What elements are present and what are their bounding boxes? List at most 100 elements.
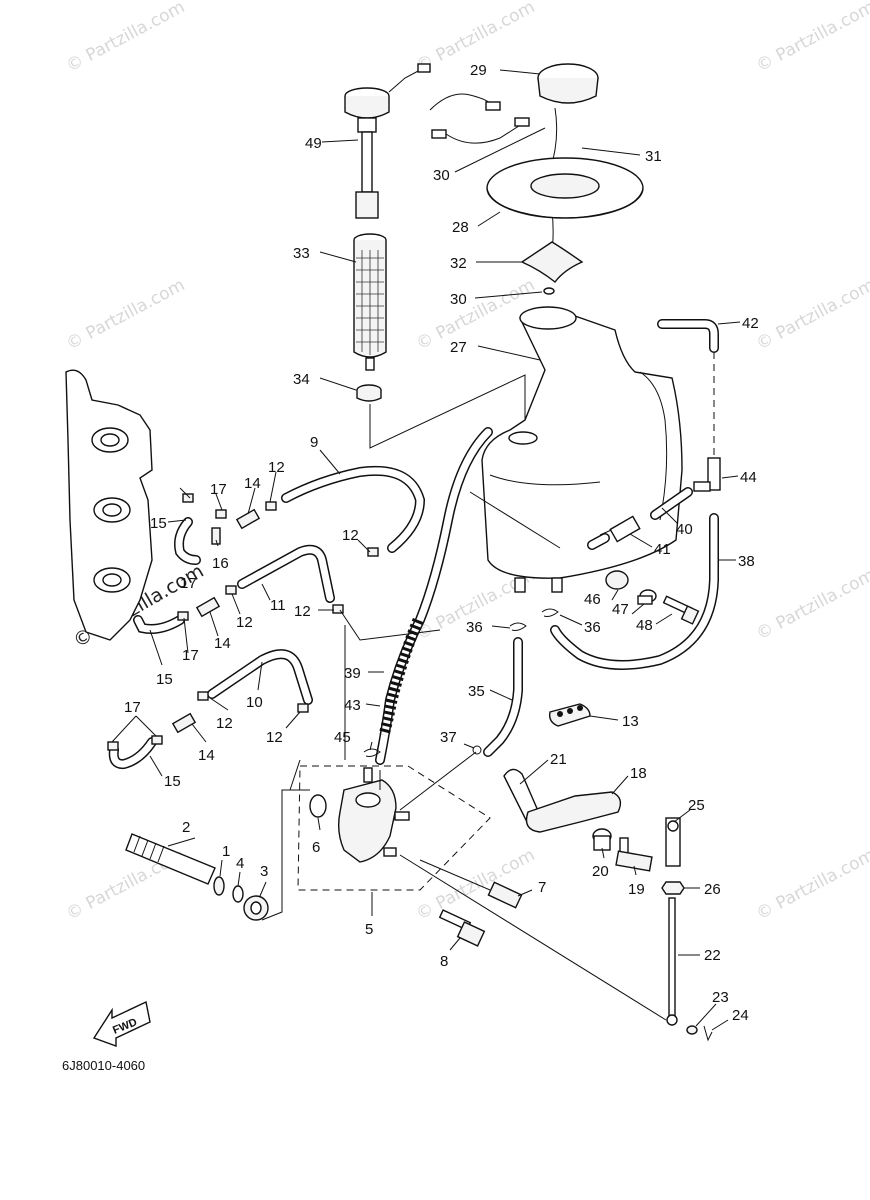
callout-15b: 15 <box>156 671 173 688</box>
callout-37: 37 <box>440 729 457 746</box>
clip-45 <box>363 748 381 757</box>
callout-36b: 36 <box>584 619 601 636</box>
callout-15a: 15 <box>150 515 167 532</box>
callout-17a: 17 <box>210 481 227 498</box>
connector-41 <box>587 515 641 550</box>
callout-12d: 12 <box>294 603 311 620</box>
callout-12e: 12 <box>216 715 233 732</box>
callout-27: 27 <box>450 339 467 356</box>
washer-1 <box>213 876 225 896</box>
watermark: © Partzilla.com <box>413 845 538 924</box>
callout-13: 13 <box>622 713 639 730</box>
callout-30a: 30 <box>433 167 450 184</box>
callout-49: 49 <box>305 135 322 152</box>
oring-6 <box>309 794 327 818</box>
clip-17 <box>215 509 227 519</box>
clip-17 <box>177 611 189 621</box>
callout-34: 34 <box>293 371 310 388</box>
callout-33: 33 <box>293 245 310 262</box>
callout-18: 18 <box>630 765 647 782</box>
fuel-tank <box>481 306 683 593</box>
hose-10 <box>207 649 313 705</box>
check-valve-14 <box>195 596 221 618</box>
pin-24 <box>703 1025 713 1042</box>
clip-12 <box>297 703 309 713</box>
callout-12b: 12 <box>342 527 359 544</box>
washer-34 <box>356 384 382 402</box>
callout-44: 44 <box>740 469 757 486</box>
watermark: © Partzilla.com <box>63 275 188 354</box>
clip-17 <box>182 493 194 503</box>
hose-38 <box>550 513 719 670</box>
bolt-8 <box>438 909 486 947</box>
watermark: © Partzilla.com <box>413 275 538 354</box>
clip-12 <box>225 585 237 595</box>
leader-lines <box>111 69 741 1031</box>
hose-holder-13 <box>548 703 591 727</box>
fuel-pump <box>297 765 491 891</box>
lever-18 <box>525 791 622 833</box>
cap-cover <box>486 157 644 219</box>
callout-38: 38 <box>738 553 755 570</box>
callout-14a: 14 <box>244 475 261 492</box>
nipple-16 <box>211 527 221 545</box>
callout-32: 32 <box>450 255 467 272</box>
callout-30b: 30 <box>450 291 467 308</box>
callout-17d: 17 <box>124 699 141 716</box>
watermark: © Partzilla.com <box>753 0 870 76</box>
callout-5: 5 <box>365 921 373 938</box>
callout-40: 40 <box>676 521 693 538</box>
callout-46: 46 <box>584 591 601 608</box>
bolt-7 <box>419 859 523 909</box>
clip-36 <box>541 608 559 617</box>
clip-36 <box>509 622 527 631</box>
callout-35: 35 <box>468 683 485 700</box>
washer-23 <box>686 1025 698 1035</box>
collar-47 <box>637 589 657 605</box>
fuel-cap <box>537 63 599 266</box>
callout-19: 19 <box>628 881 645 898</box>
clip-12 <box>332 604 344 614</box>
hose-9 <box>281 465 426 553</box>
hose-11 <box>237 544 335 603</box>
hose-35 <box>483 637 523 757</box>
watermark: © Partzilla.com <box>753 275 870 354</box>
callout-39: 39 <box>344 665 361 682</box>
callout-17b: 17 <box>180 575 197 592</box>
hose-15 <box>174 517 201 565</box>
bolt-48 <box>662 595 700 625</box>
joint-44 <box>693 457 721 492</box>
check-valve-14 <box>235 508 261 530</box>
callout-24: 24 <box>732 1007 749 1024</box>
elbow-hose-42 <box>657 319 719 353</box>
callout-12c: 12 <box>236 614 253 631</box>
callout-15c: 15 <box>164 773 181 790</box>
callout-29: 29 <box>470 62 487 79</box>
callout-45: 45 <box>334 729 351 746</box>
callout-22: 22 <box>704 947 721 964</box>
nut-26 <box>661 881 685 895</box>
grommet-46 <box>605 570 629 590</box>
callout-48: 48 <box>636 617 653 634</box>
callout-25: 25 <box>688 797 705 814</box>
callout-8: 8 <box>440 953 448 970</box>
callout-42: 42 <box>742 315 759 332</box>
cap-plate <box>520 241 584 283</box>
callout-4: 4 <box>236 855 244 872</box>
callout-1: 1 <box>222 843 230 860</box>
clip-17 <box>107 741 119 751</box>
bolt-19 <box>615 837 653 872</box>
collar-20 <box>592 828 612 851</box>
watermark: © Partzilla.com <box>753 845 870 924</box>
callout-21: 21 <box>550 751 567 768</box>
callout-11: 11 <box>270 597 286 614</box>
callout-10: 10 <box>246 694 263 711</box>
callout-36a: 36 <box>466 619 483 636</box>
hose-15 <box>108 737 157 770</box>
clip-17 <box>151 735 163 745</box>
rod-22 <box>666 897 678 1026</box>
callout-17c: 17 <box>182 647 199 664</box>
callout-12a: 12 <box>268 459 285 476</box>
callout-14b: 14 <box>214 635 231 652</box>
callout-2: 2 <box>182 819 190 836</box>
